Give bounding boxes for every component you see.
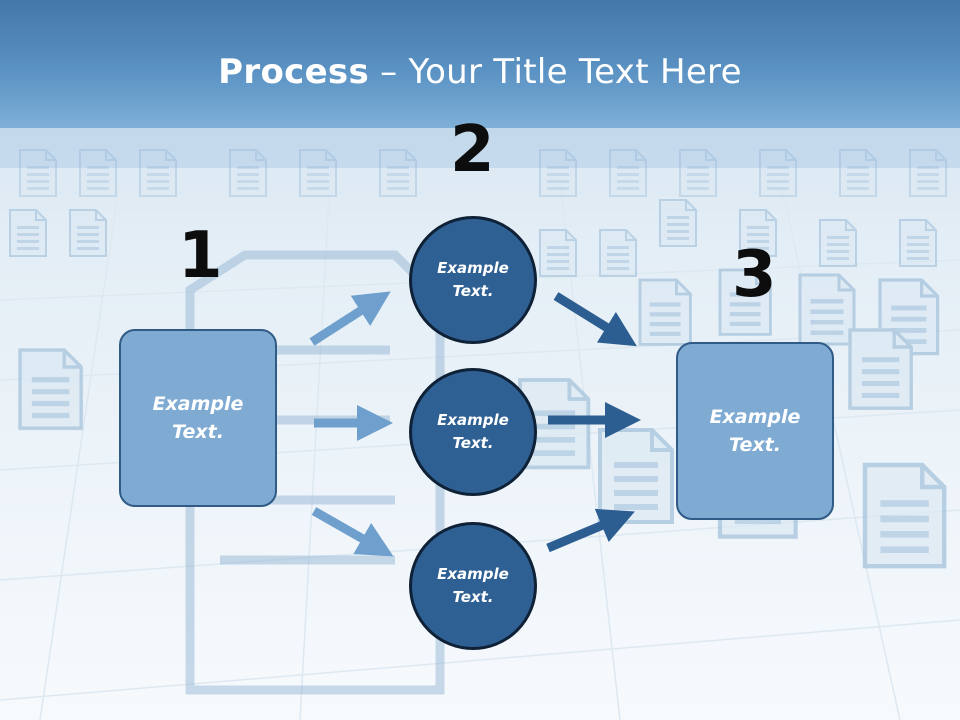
- arrow-1-to-bottom: [311, 507, 394, 557]
- title-rest: – Your Title Text Here: [369, 52, 742, 92]
- step-2-circle-top: Example Text.: [409, 216, 537, 344]
- arrow-top-to-3: [553, 292, 637, 347]
- arrow-1-to-top: [309, 291, 391, 346]
- step-3-box-line2: Text.: [729, 434, 781, 456]
- arrow-bottom-to-3: [546, 508, 635, 553]
- step-1-box-line1: Example: [152, 392, 244, 415]
- step-1-box: Example Text.: [119, 329, 277, 507]
- step-1-box-line2: Text.: [172, 421, 224, 443]
- step-3-box: Example Text.: [676, 342, 834, 520]
- step-number-2: 2: [450, 113, 495, 187]
- step-number-1: 1: [178, 219, 223, 293]
- circle-middle-line1: Example: [437, 410, 509, 429]
- circle-bottom-line1: Example: [437, 564, 509, 583]
- circle-middle-line2: Text.: [452, 434, 494, 452]
- circle-bottom-line2: Text.: [452, 588, 494, 606]
- step-number-3: 3: [732, 238, 777, 312]
- circle-top-line2: Text.: [452, 282, 494, 300]
- step-2-circle-bottom: Example Text.: [409, 522, 537, 650]
- step-2-circle-middle: Example Text.: [409, 368, 537, 496]
- circle-top-line1: Example: [437, 258, 509, 277]
- step-3-box-line1: Example: [709, 405, 801, 428]
- title-bold: Process: [218, 52, 370, 92]
- slide-title: Process – Your Title Text Here: [0, 52, 960, 92]
